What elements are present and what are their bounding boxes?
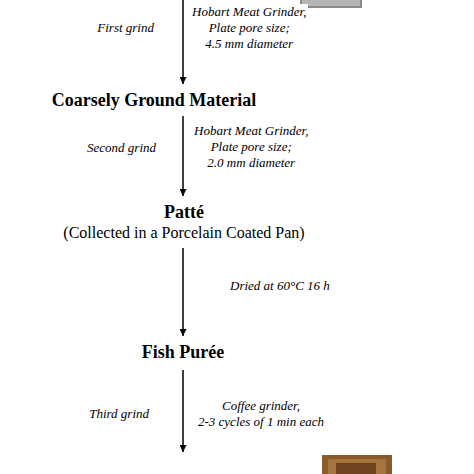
bottom-photo-detail — [336, 463, 376, 474]
equipment-note: Coffee grinder, 2-3 cycles of 1 min each — [196, 398, 326, 430]
text-line: Third grind — [89, 406, 149, 422]
step-action: Third grind — [87, 406, 151, 422]
top-photo — [300, 0, 362, 8]
step-title: Fish Purée — [142, 341, 225, 363]
text-line: Second grind — [87, 140, 156, 156]
process-step: Fish Purée — [138, 339, 229, 365]
equipment-note: Hobart Meat Grinder, Plate pore size; 4.… — [190, 4, 308, 52]
text-line: Hobart Meat Grinder, — [192, 4, 306, 20]
flow-arrow — [182, 248, 184, 336]
bottom-photo — [322, 455, 392, 474]
incoming-arrow — [182, 0, 184, 84]
equipment-note: Hobart Meat Grinder, Plate pore size; 2.… — [192, 123, 310, 171]
flow-arrow — [182, 116, 184, 196]
text-line: First grind — [97, 20, 154, 36]
text-line: Coffee grinder, — [198, 398, 324, 414]
text-line: 2.0 mm diameter — [194, 155, 308, 171]
process-step: Patté(Collected in a Porcelain Coated Pa… — [59, 199, 308, 245]
step-action: First grind — [95, 20, 156, 36]
step-note: (Collected in a Porcelain Coated Pan) — [63, 223, 304, 243]
bottom-photo-detail — [328, 459, 386, 474]
text-line: 2-3 cycles of 1 min each — [198, 414, 324, 430]
step-action: Second grind — [85, 140, 158, 156]
text-line: Hobart Meat Grinder, — [194, 123, 308, 139]
text-line: Plate pore size; — [194, 139, 308, 155]
top-photo-detail — [302, 0, 360, 6]
text-line: Plate pore size; — [192, 20, 306, 36]
outgoing-arrow — [182, 370, 184, 452]
text-line: 4.5 mm diameter — [192, 36, 306, 52]
process-step: Coarsely Ground Material — [48, 87, 261, 113]
text-line: Dried at 60°C 16 h — [230, 278, 330, 294]
step-title: Coarsely Ground Material — [52, 89, 257, 111]
step-action: Dried at 60°C 16 h — [228, 278, 332, 294]
step-title: Patté — [63, 201, 304, 223]
